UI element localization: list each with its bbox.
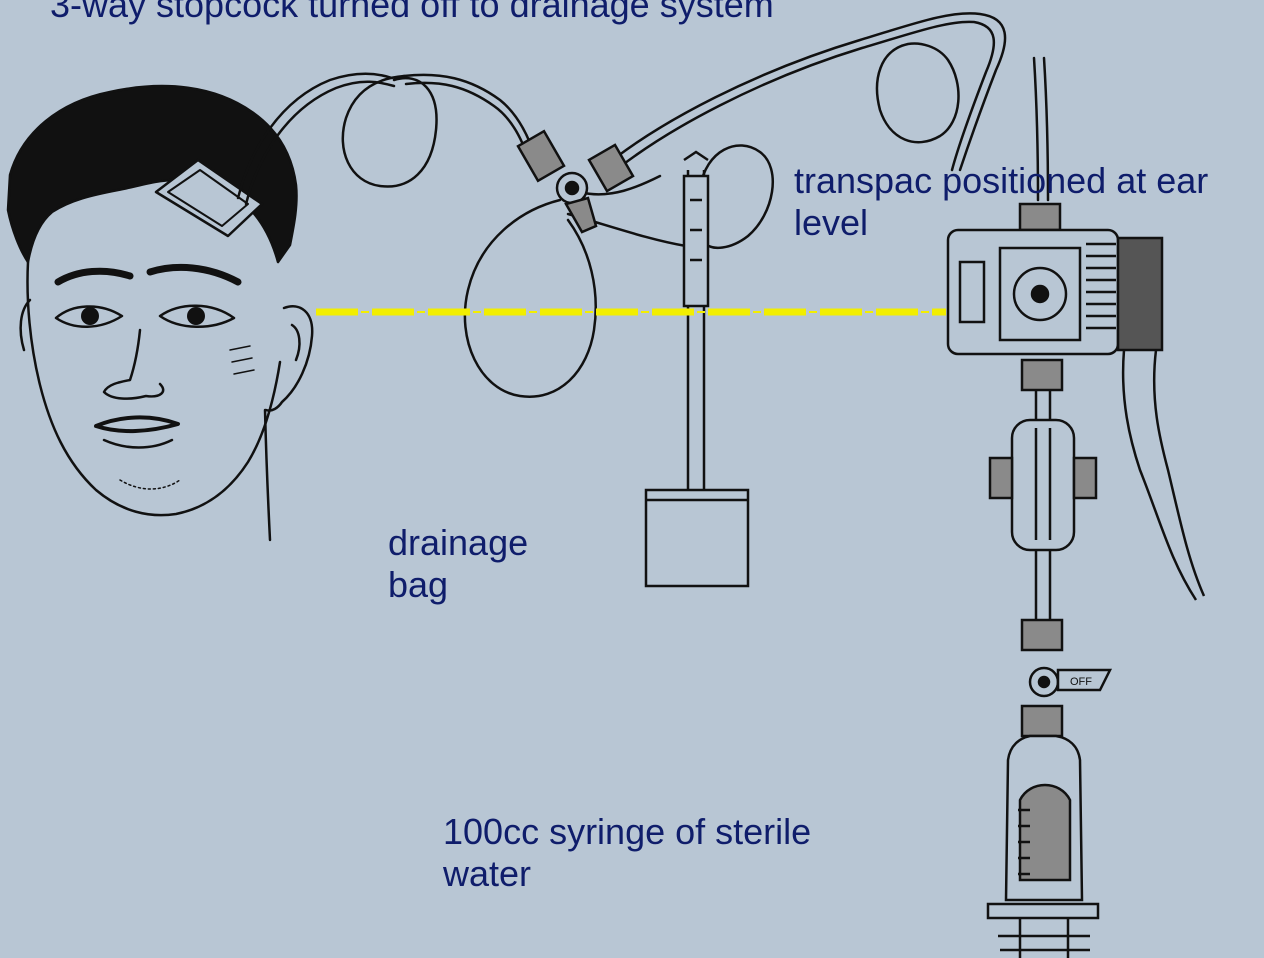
transpac-label: transpac positioned at ear level xyxy=(794,160,1264,244)
hair xyxy=(8,86,297,262)
syringe-icon: OFF xyxy=(988,390,1110,958)
eyebrow-left xyxy=(58,271,130,282)
stopcock-off-marking: OFF xyxy=(1070,676,1092,688)
transducer-icon xyxy=(948,204,1204,600)
neck xyxy=(265,410,270,540)
stopcock-label: 3-way stopcock turned off to drainage sy… xyxy=(50,0,950,26)
mouth xyxy=(96,417,178,431)
eyebrow-right xyxy=(150,267,238,282)
face-outline xyxy=(28,262,281,515)
drainage-bag-icon xyxy=(646,152,748,586)
stopcock-icon xyxy=(518,131,633,232)
syringe-label: 100cc syringe of sterile water xyxy=(443,811,913,895)
drainage-bag-label: drainage bag xyxy=(388,522,648,606)
nose xyxy=(104,330,163,399)
